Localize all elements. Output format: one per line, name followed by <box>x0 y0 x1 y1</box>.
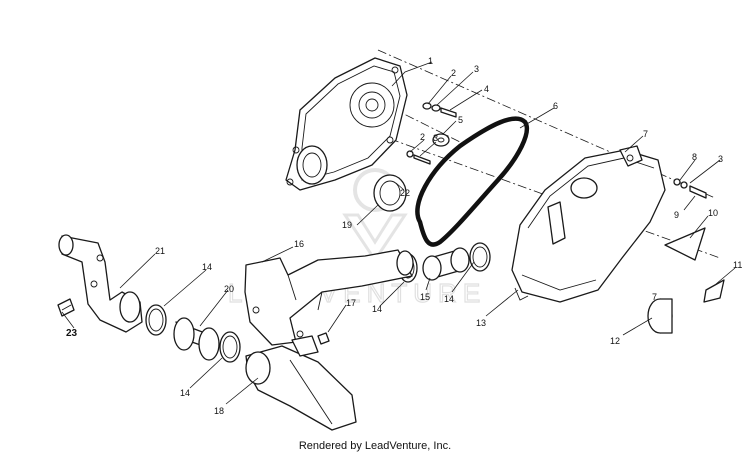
callout-13: 13 <box>476 318 486 328</box>
callout-10: 10 <box>708 208 718 218</box>
callout-21: 21 <box>155 246 165 256</box>
callout-15: 15 <box>420 292 430 302</box>
callout-8: 8 <box>692 152 697 162</box>
seal <box>373 174 407 212</box>
callout-11: 11 <box>733 260 742 270</box>
callout-23: 23 <box>66 328 78 339</box>
center-duct <box>244 249 414 346</box>
intake-duct-left <box>58 234 143 333</box>
callout-7: 7 <box>643 129 648 139</box>
callout-14-center: 14 <box>372 304 382 314</box>
label <box>703 279 725 303</box>
callout-19: 19 <box>342 220 352 230</box>
callout-22: 22 <box>400 188 410 198</box>
callout-12: 12 <box>610 336 620 346</box>
callout-14-right: 14 <box>444 294 454 304</box>
leader-lines <box>61 61 736 405</box>
decal <box>664 227 706 261</box>
callout-16: 16 <box>294 239 304 249</box>
callout-3: 3 <box>474 64 479 74</box>
callout-20: 20 <box>224 284 234 294</box>
screw <box>57 298 75 317</box>
lower-duct <box>245 335 357 431</box>
callout-7-plug: 7 <box>652 292 657 302</box>
callout-5: 5 <box>458 115 463 125</box>
plug <box>647 298 673 334</box>
callout-1: 1 <box>428 56 433 66</box>
outer-clutch-cover <box>511 145 666 303</box>
callout-14-left: 14 <box>202 262 212 272</box>
callout-6: 6 <box>553 101 558 111</box>
callout-17: 17 <box>346 298 356 308</box>
callout-14-lower: 14 <box>180 388 190 398</box>
duct-tube-upper <box>422 247 470 281</box>
callout-3-lower: 3 <box>433 133 438 143</box>
callout-3-right: 3 <box>718 154 723 164</box>
callout-18: 18 <box>214 406 224 416</box>
callout-2-lower: 2 <box>420 132 425 142</box>
duct-tube <box>173 317 220 361</box>
callout-9: 9 <box>674 210 679 220</box>
callout-4: 4 <box>484 84 489 94</box>
callout-2: 2 <box>451 68 456 78</box>
drive-belt <box>415 116 529 247</box>
hardware <box>317 102 707 345</box>
callout-numbers: 1 2 3 4 5 6 7 2 3 22 19 8 3 9 10 11 7 12… <box>66 56 742 416</box>
render-credit: Rendered by LeadVenture, Inc. <box>298 440 452 452</box>
inner-clutch-cover <box>285 57 408 191</box>
